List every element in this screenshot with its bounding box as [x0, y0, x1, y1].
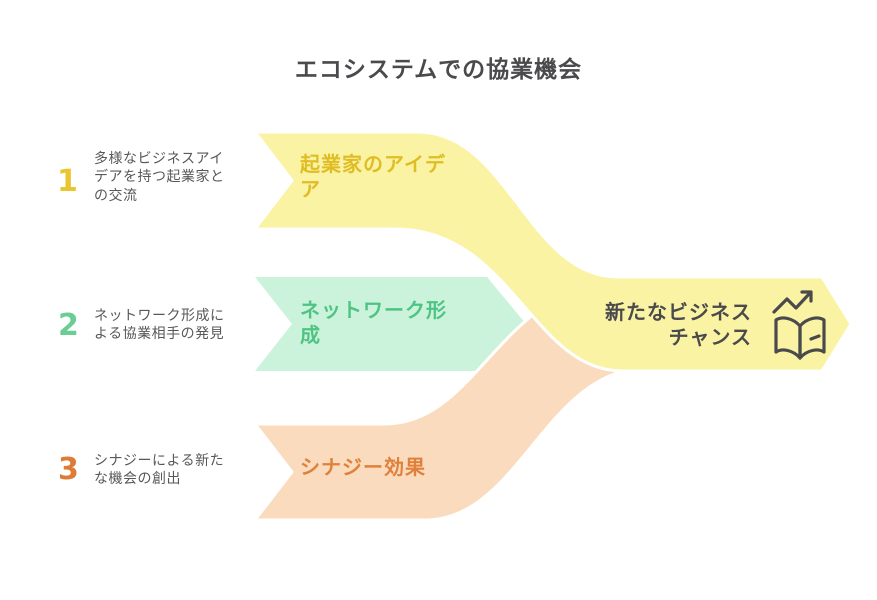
- box-with-growth-arrow-icon: [772, 290, 826, 360]
- step-3-description: シナジーによる新た な機会の創出: [94, 452, 225, 487]
- result-label: 新たなビジネス チャンス: [605, 302, 752, 349]
- step-2-ribbon-label: ネットワーク形 成: [300, 300, 447, 347]
- ribbon-step-2: [255, 277, 526, 371]
- step-1-number: 1: [57, 164, 78, 199]
- step-1-description: 多様なビジネスアイ デアを持つ起業家と の交流: [94, 150, 225, 203]
- ribbon-step-1-and-result: [251, 130, 853, 373]
- page-title: エコシステムでの協業機会: [294, 56, 583, 82]
- step-2-number: 2: [58, 308, 79, 343]
- step-3-number: 3: [58, 452, 79, 487]
- step-2-description: ネットワーク形成に よる協業相手の発見: [94, 307, 225, 342]
- step-3-ribbon-label: シナジー効果: [300, 457, 426, 479]
- step-1-ribbon-label: 起業家のアイデ ア: [300, 154, 446, 201]
